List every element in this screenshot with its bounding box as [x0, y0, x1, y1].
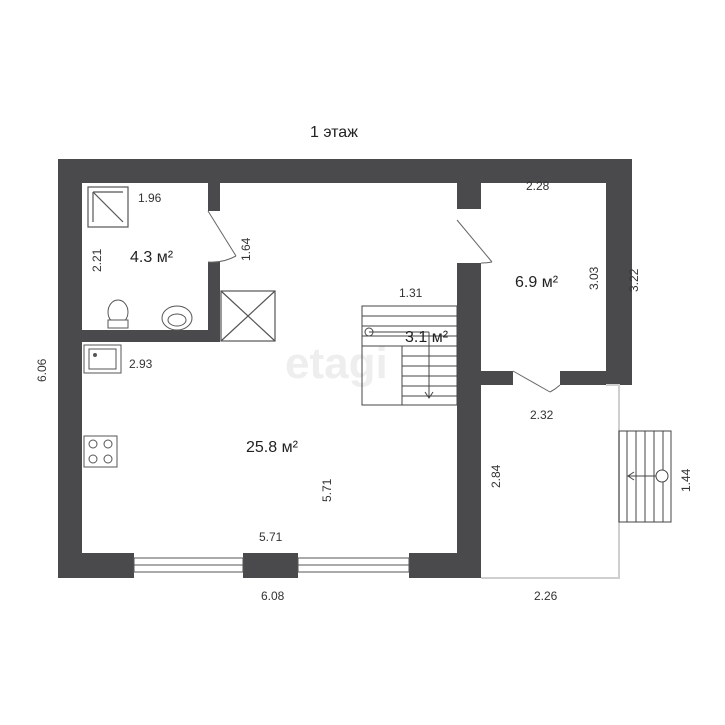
kitchen-width: 2.93: [129, 357, 153, 371]
stove-icon: [83, 435, 118, 468]
main-room-area: 25.8 м²: [246, 439, 299, 456]
main-room-width: 5.71: [259, 530, 283, 544]
porch-depth: 1.44: [679, 468, 693, 492]
bathroom-area: 4.3 м²: [130, 249, 174, 266]
outer-left-height: 6.06: [35, 358, 49, 382]
hall-right-width: 2.32: [530, 408, 554, 422]
kitchen-sink-icon: [83, 344, 122, 374]
terrace-width: 2.26: [534, 589, 558, 603]
staircase: [361, 305, 458, 406]
stair-area: 3.1 м²: [405, 329, 449, 346]
floor-title: 1 этаж: [310, 124, 358, 141]
doors: [207, 210, 561, 393]
shower-icon: [87, 186, 129, 228]
room-right-width: 2.28: [526, 179, 550, 193]
bathroom-depth: 2.21: [90, 248, 104, 272]
watermark: etagi: [285, 339, 388, 388]
outer-bottom-width: 6.08: [261, 589, 285, 603]
windows: [133, 557, 410, 573]
stair-width: 1.31: [399, 286, 423, 300]
toilet-icon: [107, 299, 129, 329]
bathroom-sink-icon: [161, 305, 193, 331]
room-right-area: 6.9 м²: [515, 274, 559, 291]
closet-door-wall: 1.64: [239, 237, 253, 261]
walls: [58, 159, 632, 578]
hall-right-depth: 2.84: [489, 464, 503, 488]
main-room-depth: 5.71: [320, 478, 334, 502]
outer-right-upper: 3.22: [627, 268, 641, 292]
ventilation-shaft: [220, 290, 276, 342]
porch-steps: [618, 430, 672, 523]
bathroom-width: 1.96: [138, 191, 162, 205]
room-right-depth: 3.03: [587, 266, 601, 290]
